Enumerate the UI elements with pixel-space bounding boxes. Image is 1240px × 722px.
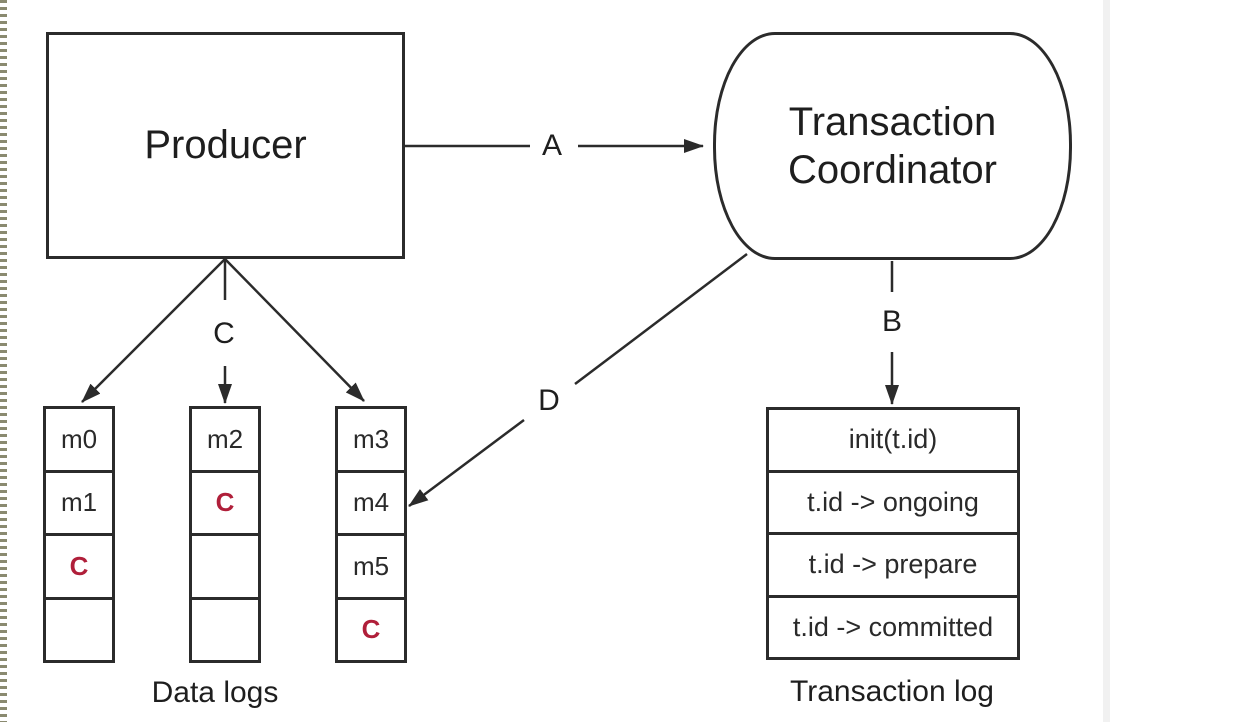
perforated-edge-decoration — [0, 0, 7, 722]
data-log-commit-cell: C — [192, 473, 258, 536]
data-log-column-1: m0 m1 C — [43, 406, 115, 663]
arrow-d-label: D — [536, 384, 562, 418]
producer-label: Producer — [144, 123, 307, 167]
producer-node: Producer — [46, 32, 405, 259]
transaction-log-row: t.id -> prepare — [769, 535, 1017, 598]
data-log-commit-cell: C — [361, 614, 381, 645]
arrow-a-label: A — [539, 129, 565, 163]
arrow-c-label: C — [211, 317, 237, 351]
data-log-cell — [192, 600, 258, 661]
transaction-log-row: t.id -> ongoing — [769, 473, 1017, 535]
data-log-cell: m3 — [338, 409, 404, 473]
transaction-log-row: t.id -> committed — [792, 611, 994, 642]
data-log-cell — [192, 536, 258, 600]
transaction-log-caption: Transaction log — [790, 675, 994, 708]
data-log-cell: m4 — [338, 473, 404, 536]
arrow-d — [408, 253, 748, 508]
arrow-b-label: B — [879, 305, 905, 339]
transaction-coordinator-label: Transaction Coordinator — [787, 100, 997, 192]
page-margin-divider — [1103, 0, 1110, 722]
data-log-cell: m5 — [338, 536, 404, 600]
transaction-log-row: init(t.id) — [769, 410, 1017, 473]
data-logs-caption: Data logs — [151, 676, 279, 709]
data-log-cell: m1 — [46, 473, 112, 536]
data-log-cell: m0 — [46, 409, 112, 473]
data-log-column-2: m2 C — [189, 406, 261, 663]
data-log-commit-cell: C — [46, 536, 112, 600]
data-log-column-3: m3 m4 m5 C — [335, 406, 407, 663]
arrow-c-left — [81, 258, 226, 403]
data-log-cell: m2 — [192, 409, 258, 473]
transaction-coordinator-node: Transaction Coordinator — [713, 32, 1072, 260]
data-log-cell — [46, 600, 112, 661]
transaction-log-table: init(t.id) t.id -> ongoing t.id -> prepa… — [766, 407, 1020, 660]
arrow-c-right — [224, 258, 365, 402]
